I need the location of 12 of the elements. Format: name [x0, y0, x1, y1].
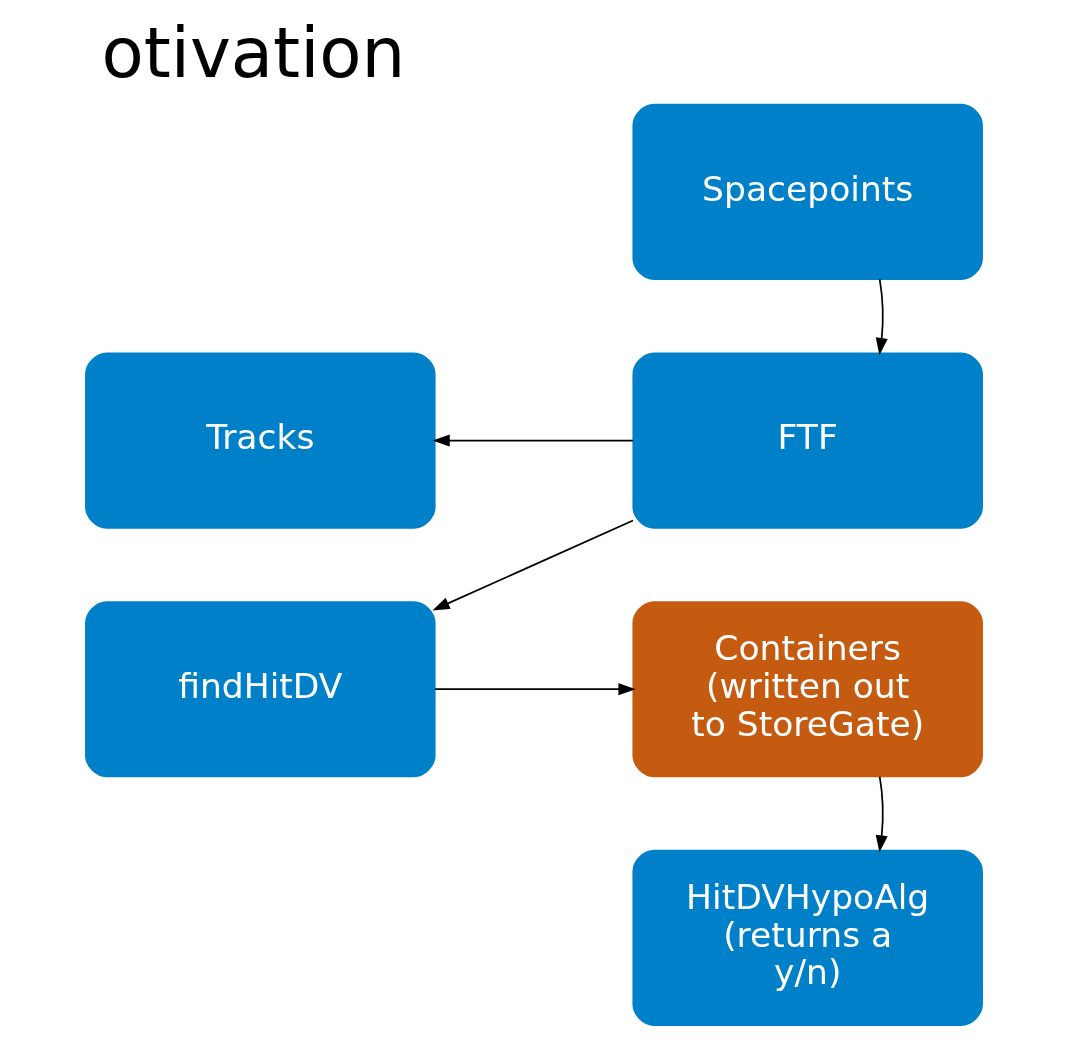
arrow — [434, 683, 636, 696]
arrow — [432, 434, 634, 447]
node-box: Spacepoints — [632, 103, 983, 280]
node-box: findHitDV — [85, 601, 436, 778]
node-box: HitDVHypoAlg (returns a y/n) — [632, 849, 983, 1026]
arrow — [432, 519, 634, 611]
node-box: FTF — [632, 352, 983, 529]
arrow — [875, 775, 888, 853]
node-box: Containers (written out to StoreGate) — [632, 601, 983, 778]
arrow — [875, 278, 888, 356]
node-box: Tracks — [85, 352, 436, 529]
diagram-title: otivation — [101, 13, 406, 94]
